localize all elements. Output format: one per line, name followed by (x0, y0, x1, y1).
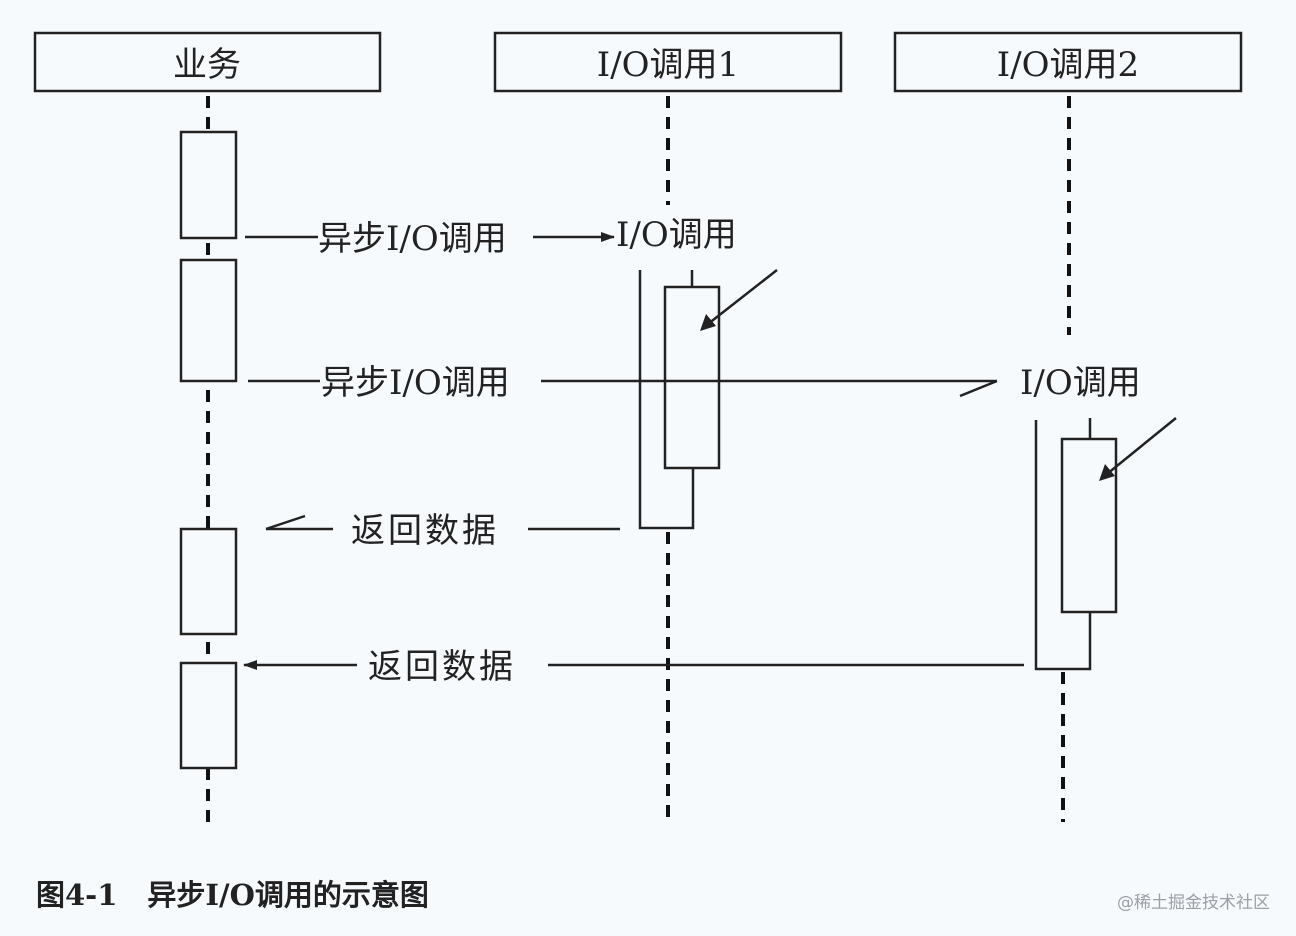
message-async-call-2: 异步I/O调用 (248, 363, 998, 403)
message-async-call-2-label: 异步I/O调用 (321, 363, 510, 403)
business-activation-2 (179, 258, 238, 383)
message-return-data-1-label: 返回数据 (351, 511, 499, 551)
business-activation-4 (179, 661, 238, 770)
io2-call-label: I/O调用 (1020, 363, 1141, 403)
sequence-diagram: 业务 I/O调用1 I/O调用2 异步I/O调用 I/O调用 (33, 31, 1243, 822)
message-async-call-1-label: 异步I/O调用 (318, 219, 507, 259)
watermark: @稀土掘金技术社区 (1117, 893, 1270, 913)
participant-io2-label: I/O调用2 (997, 45, 1139, 85)
io1-call-label: I/O调用 (616, 215, 737, 255)
io1-execution (638, 270, 721, 530)
participant-business: 业务 (33, 31, 382, 93)
io2-execution (1034, 418, 1118, 671)
business-activation-3 (179, 527, 238, 636)
figure-caption: 图4-1 异步I/O调用的示意图 (36, 872, 429, 914)
figure-number: 图4-1 (36, 878, 118, 912)
participant-business-label: 业务 (173, 45, 241, 85)
figure-title: 异步I/O调用的示意图 (147, 878, 429, 912)
io2-internal-arrow-icon (1099, 417, 1177, 481)
participant-io1-label: I/O调用1 (597, 45, 739, 85)
io1-internal-arrow-icon (700, 269, 778, 331)
participant-io2: I/O调用2 (893, 31, 1243, 93)
message-return-data-2: 返回数据 (243, 647, 1024, 687)
message-return-data-1: 返回数据 (265, 511, 620, 551)
business-activation-1 (179, 130, 238, 240)
message-async-call-1: 异步I/O调用 (245, 219, 615, 259)
message-return-data-2-label: 返回数据 (368, 647, 516, 687)
participant-io1: I/O调用1 (493, 31, 843, 93)
